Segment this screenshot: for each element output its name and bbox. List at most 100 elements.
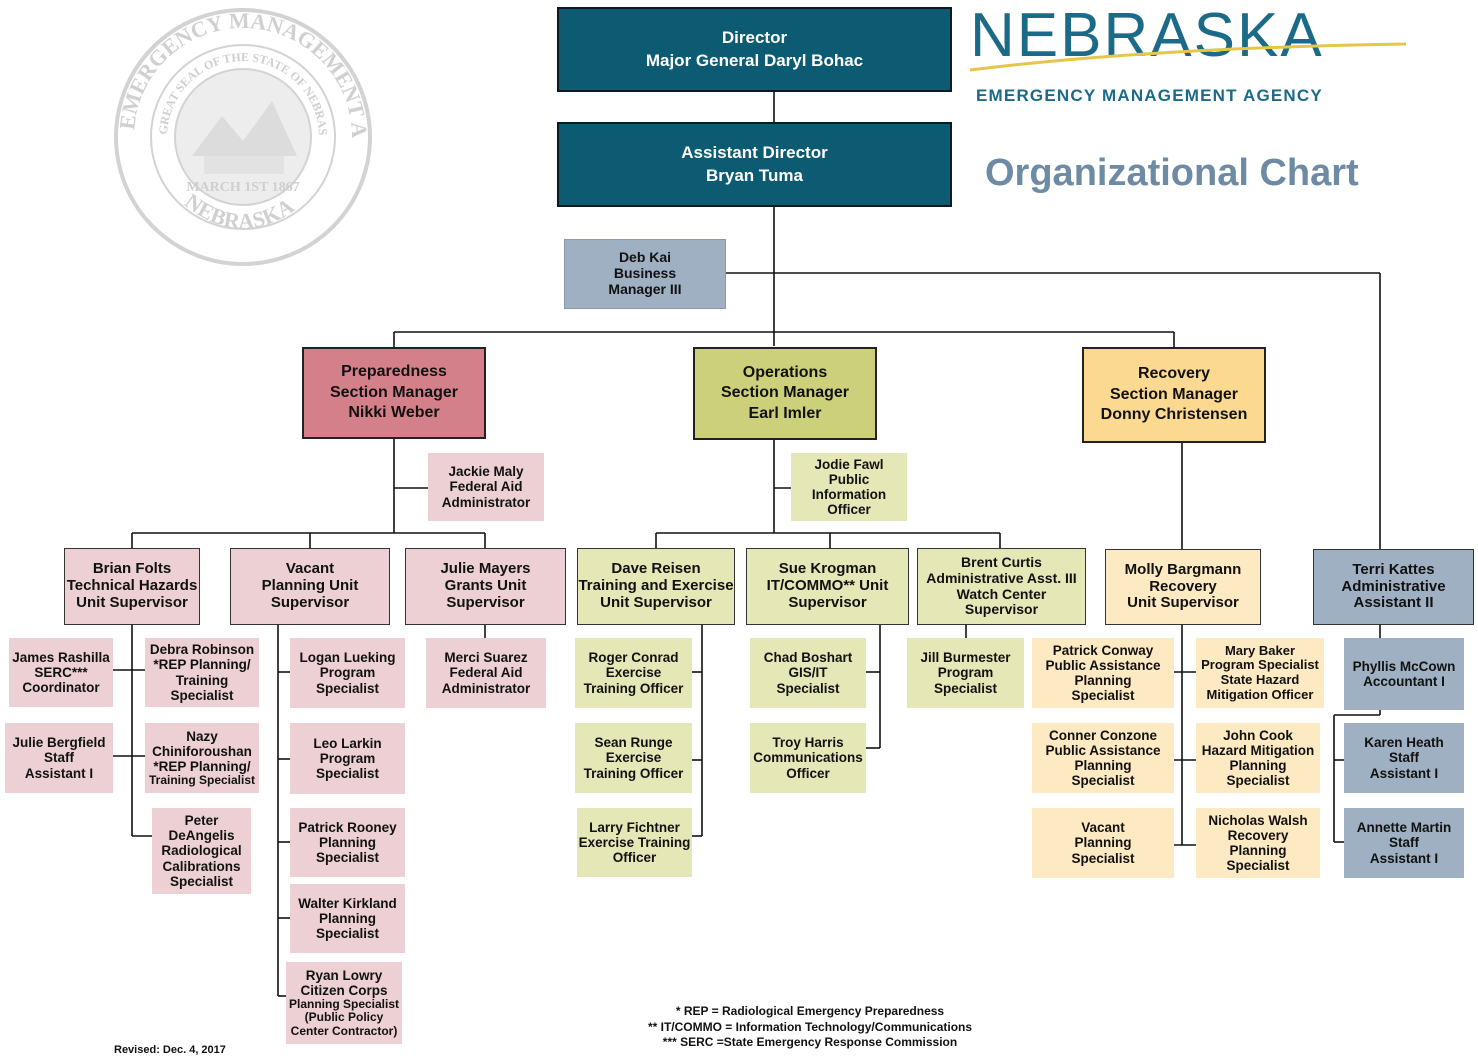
brand-swoosh-icon: [969, 42, 1407, 72]
box-line: Planning: [1229, 758, 1287, 773]
grants-unit-supervisor-box: Julie Mayers Grants Unit Supervisor: [405, 548, 566, 625]
sean-runge-box: Sean Runge Exercise Training Officer: [575, 723, 692, 793]
box-line: GIS/IT: [788, 665, 828, 681]
box-line: Supervisor: [964, 601, 1039, 618]
box-line: (Public Policy: [304, 1010, 384, 1025]
training-exercise-supervisor-box: Dave Reisen Training and Exercise Unit S…: [577, 548, 735, 625]
box-line: Specialist: [1226, 773, 1290, 789]
box-line: Peter: [184, 813, 219, 829]
box-line: Nazy: [186, 728, 218, 744]
merci-suarez-box: Merci Suarez Federal Aid Administrator: [426, 638, 546, 708]
box-line: Logan Lueking: [299, 650, 396, 666]
box-line: Annette Martin: [1356, 820, 1452, 836]
box-line: Planning Specialist: [288, 996, 400, 1011]
assistant-director-box: Assistant Director Bryan Tuma: [557, 122, 952, 207]
box-line: Recovery: [1227, 827, 1289, 843]
box-line: Supervisor: [446, 593, 525, 611]
page-title: Organizational Chart: [985, 152, 1359, 194]
walter-kirkland-box: Walter Kirkland Planning Specialist: [290, 884, 405, 953]
box-line: Information: [811, 487, 887, 502]
nazy-chiniforoushan-box: Nazy Chiniforoushan *REP Planning/ Train…: [145, 723, 259, 793]
box-line: Phyllis McCown: [1352, 658, 1456, 674]
larry-fichtner-box: Larry Fichtner Exercise Training Officer: [577, 808, 692, 877]
box-line: Training: [175, 672, 229, 688]
box-line: Jackie Maly: [448, 464, 524, 480]
box-line: Recovery: [1137, 365, 1211, 383]
box-line: Leo Larkin: [313, 735, 382, 751]
box-line: Patrick Conway: [1052, 642, 1154, 658]
box-line: Assistant II: [1353, 594, 1434, 612]
conner-conzone-box: Conner Conzone Public Assistance Plannin…: [1032, 723, 1174, 793]
box-line: Specialist: [315, 680, 380, 696]
karen-heath-box: Karen Heath Staff Assistant I: [1344, 723, 1464, 793]
box-line: Roger Conrad: [588, 650, 679, 666]
nicholas-walsh-box: Nicholas Walsh Recovery Planning Special…: [1196, 808, 1320, 878]
box-line: Watch Center: [956, 585, 1047, 602]
box-line: Sue Krogman: [778, 560, 877, 578]
box-line: Conner Conzone: [1049, 727, 1157, 743]
james-rashilla-box: James Rashilla SERC*** Coordinator: [9, 638, 113, 707]
box-line: Program: [319, 750, 376, 766]
box-line: IT/COMMO** Unit: [766, 577, 889, 595]
phyllis-mccown-box: Phyllis McCown Accountant I: [1344, 638, 1464, 710]
agency-name: EMERGENCY MANAGEMENT AGENCY: [976, 86, 1323, 105]
box-line: Accountant I: [1363, 674, 1445, 689]
operations-section-box: Operations Section Manager Earl Imler: [693, 347, 877, 440]
patrick-conway-box: Patrick Conway Public Assistance Plannin…: [1032, 638, 1174, 708]
box-line: Training Officer: [583, 680, 684, 696]
box-line: Public: [828, 471, 870, 487]
box-line: Program: [937, 665, 994, 681]
box-line: James Rashilla: [12, 649, 110, 665]
box-line: Assistant I: [24, 765, 94, 781]
box-line: Program Specialist: [1201, 657, 1319, 673]
administrative-assistant-box: Terri Kattes Administrative Assistant II: [1313, 549, 1474, 625]
seal-date: MARCH 1ST 1867: [186, 180, 299, 195]
box-line: Exercise: [605, 750, 662, 766]
footnote-serc: *** SERC =State Emergency Response Commi…: [662, 1035, 958, 1050]
footnotes: * REP = Radiological Emergency Preparedn…: [560, 1004, 1060, 1051]
preparedness-section-box: Preparedness Section Manager Nikki Weber: [302, 347, 486, 439]
box-line: Coordinator: [22, 680, 100, 696]
box-line: Merci Suarez: [444, 650, 528, 666]
box-line: *REP Planning/: [153, 657, 251, 673]
business-manager-box: Deb Kai Business Manager III: [564, 239, 726, 309]
box-line: Technical Hazards: [66, 577, 198, 595]
box-line: Nicholas Walsh: [1208, 812, 1308, 828]
box-line: Assistant I: [1369, 765, 1439, 781]
patrick-rooney-box: Patrick Rooney Planning Specialist: [290, 808, 405, 877]
agency-seal-watermark: EMERGENCY MANAGEMENT AGENCY GREAT SEAL O…: [112, 6, 372, 266]
box-line: Planning: [1074, 758, 1132, 773]
box-line: Deb Kai: [618, 249, 672, 266]
box-line: Dave Reisen: [611, 560, 701, 578]
box-line: Grants Unit: [444, 577, 527, 595]
debra-robinson-box: Debra Robinson *REP Planning/ Training S…: [145, 638, 259, 707]
box-line: SERC***: [34, 664, 88, 680]
box-line: Bryan Tuma: [706, 165, 803, 185]
box-line: Center Contractor): [290, 1023, 398, 1038]
box-line: Preparedness: [341, 363, 447, 381]
box-line: *REP Planning/: [153, 758, 251, 774]
it-commo-supervisor-box: Sue Krogman IT/COMMO** Unit Supervisor: [746, 548, 909, 625]
box-line: Federal Aid: [449, 665, 523, 681]
box-line: Specialist: [315, 850, 380, 866]
peter-deangelis-box: Peter DeAngelis Radiological Calibration…: [152, 808, 251, 894]
technical-hazards-supervisor-box: Brian Folts Technical Hazards Unit Super…: [64, 548, 200, 625]
box-line: Unit Supervisor: [600, 593, 712, 611]
box-line: Specialist: [169, 873, 234, 889]
box-line: Specialist: [1071, 688, 1135, 704]
box-line: Planning: [1074, 835, 1132, 851]
box-line: Officer: [612, 850, 657, 866]
box-line: Mitigation Officer: [1206, 686, 1314, 702]
box-line: Manager III: [608, 280, 682, 297]
box-line: Supervisor: [270, 593, 350, 611]
box-line: Training Specialist: [148, 772, 256, 787]
julie-bergfield-box: Julie Bergfield Staff Assistant I: [5, 723, 113, 793]
box-line: Director: [721, 27, 788, 47]
box-line: Public Assistance: [1045, 742, 1161, 758]
box-line: Planning: [1074, 673, 1132, 688]
box-line: State Hazard: [1220, 672, 1300, 687]
box-line: Citizen Corps: [300, 982, 388, 998]
box-line: Debra Robinson: [149, 642, 255, 658]
box-line: Chad Boshart: [763, 650, 853, 666]
box-line: Radiological: [161, 843, 242, 859]
